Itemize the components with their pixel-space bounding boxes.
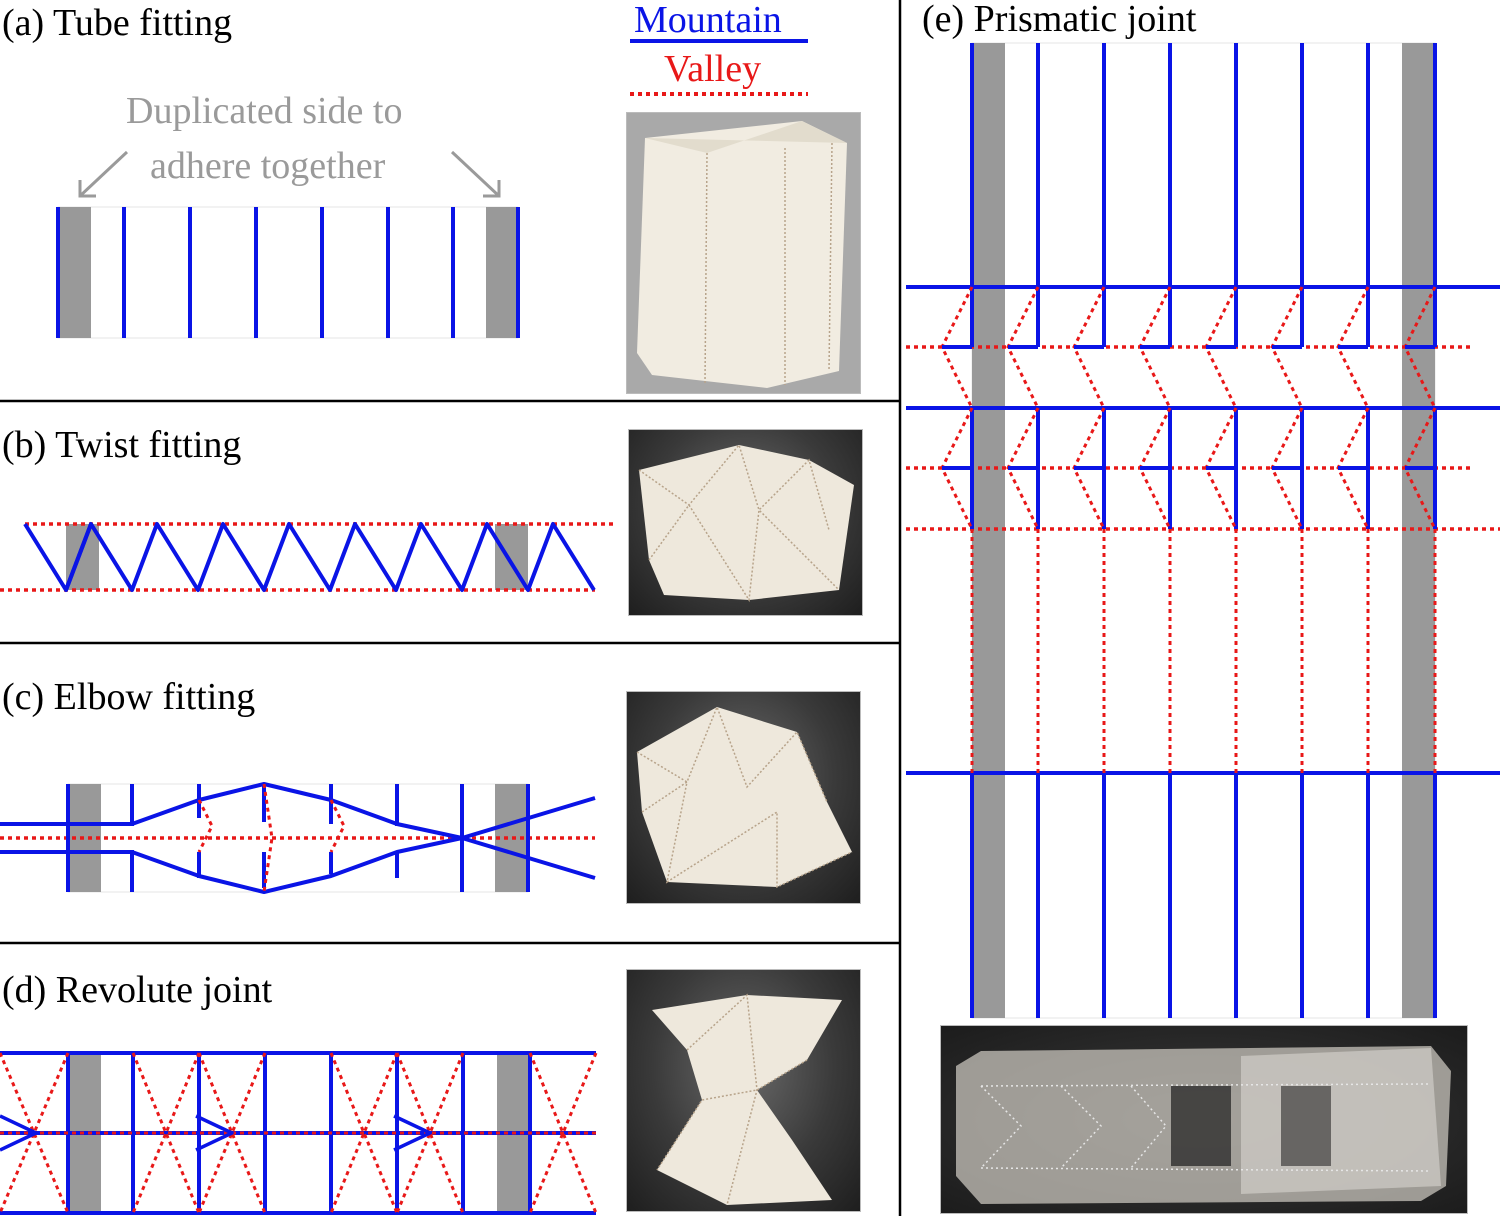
mountain-crease	[393, 1114, 432, 1152]
prismatic-joint-pattern	[906, 42, 1500, 1019]
valley-crease	[0, 1052, 70, 1214]
elbow-fitting-photo	[626, 691, 861, 904]
panel-a-label: (a) Tube fitting	[2, 2, 233, 44]
valley-crease	[197, 1052, 267, 1214]
valley-crease	[395, 1052, 465, 1214]
valley-crease	[528, 1052, 598, 1214]
panel-d-label: (d) Revolute joint	[2, 969, 273, 1011]
prismatic-joint-photo	[940, 1025, 1468, 1214]
note-line-1: Duplicated side to	[126, 90, 403, 132]
sheet-outline	[57, 206, 519, 339]
note-arrows	[78, 150, 501, 198]
panel-c-label: (c) Elbow fitting	[2, 676, 256, 718]
mountain-crease	[64, 523, 93, 591]
legend-valley-label: Valley	[664, 48, 762, 90]
tube-fitting-photo	[626, 112, 861, 394]
note-line-2: adhere together	[150, 145, 386, 187]
elbow-fitting-pattern	[0, 782, 596, 894]
mountain-crease	[0, 836, 596, 894]
tube-fitting-pattern	[56, 206, 520, 339]
panel-e-label: (e) Prismatic joint	[922, 0, 1197, 40]
valley-crease	[131, 1052, 201, 1214]
twist-fitting-pattern	[0, 522, 617, 592]
mountain-crease	[0, 782, 596, 840]
valley-crease	[0, 1052, 70, 1214]
overlap-strip	[58, 207, 91, 338]
panel-dividers	[0, 0, 902, 1216]
valley-crease	[197, 1052, 267, 1214]
valley-crease	[131, 1052, 201, 1214]
revolute-joint-photo	[626, 969, 861, 1212]
mountain-crease	[195, 1114, 234, 1152]
valley-crease	[395, 1052, 465, 1214]
valley-crease	[329, 1052, 399, 1214]
valley-crease	[329, 799, 346, 853]
overlap-strip	[486, 207, 519, 338]
mountain-crease	[23, 522, 596, 592]
valley-crease	[262, 783, 274, 893]
valley-crease	[329, 1052, 399, 1214]
panel-b-label: (b) Twist fitting	[2, 424, 242, 466]
twist-fitting-photo	[628, 429, 863, 616]
mountain-crease	[0, 1114, 38, 1152]
revolute-joint-pattern	[0, 1051, 598, 1215]
legend-mountain-label: Mountain	[634, 0, 782, 41]
valley-crease	[197, 799, 214, 853]
valley-crease	[528, 1052, 598, 1214]
